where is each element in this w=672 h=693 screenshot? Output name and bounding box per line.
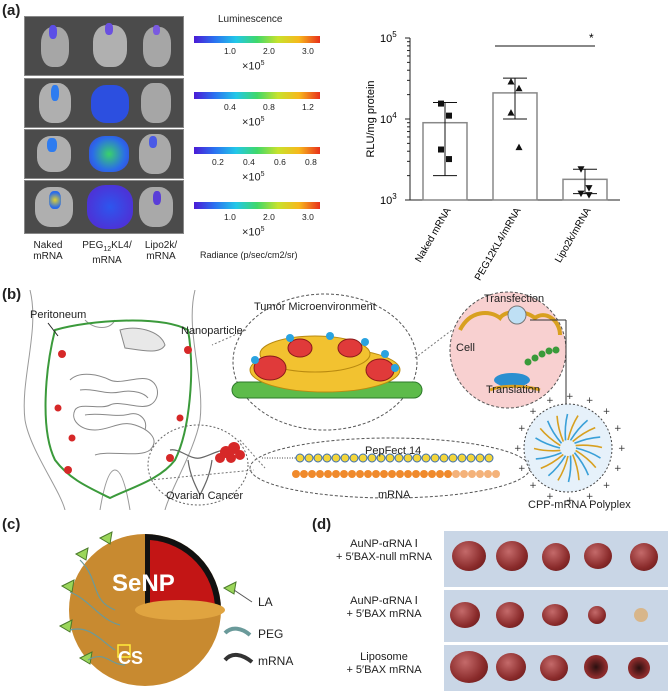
label-transfection: Transfection [484, 293, 545, 305]
svg-text:+: + [586, 492, 594, 502]
y-axis-label: RLU/mg protein [365, 80, 377, 157]
imaging-row-1 [24, 16, 184, 76]
label-ovarian: Ovarian Cancer [166, 490, 244, 502]
body-outline [23, 290, 202, 510]
svg-text:+: + [518, 464, 526, 474]
radiance-label: Radiance (p/sec/cm2/sr) [200, 250, 298, 260]
data-point [507, 78, 515, 85]
data-point [577, 166, 585, 173]
mrna-chain-icon [292, 470, 500, 478]
senp-label: SeNP [112, 570, 175, 597]
y-tick-label: 105 [380, 30, 397, 45]
svg-text:+: + [529, 481, 537, 491]
svg-text:+: + [603, 407, 611, 417]
peritoneum-outline [44, 319, 193, 500]
svg-text:+: + [586, 396, 594, 406]
tumor-photo-row-1 [444, 531, 668, 587]
row-label-3: Liposome+ 5′BAX mRNA [346, 651, 422, 676]
label-nanoparticle: Nanoparticle [181, 325, 243, 337]
x-tick-label: Lipo2k/mRNA [553, 206, 594, 265]
label-peritoneum: Peritoneum [30, 309, 87, 321]
svg-text:+: + [566, 496, 574, 506]
polyplex-small-icon [507, 305, 527, 325]
panel-label-a: (a) [2, 2, 21, 19]
panel-label-d: (d) [312, 516, 332, 533]
intestines-icon [69, 373, 158, 456]
svg-text:+: + [618, 444, 626, 454]
data-point [515, 84, 523, 92]
row-label-2: AuNP-αRNA Ⅰ+ 5′BAX mRNA [346, 595, 422, 620]
y-tick-label: 103 [380, 192, 397, 207]
imaging-row-4 [24, 180, 184, 234]
svg-text:+: + [546, 492, 554, 502]
panel-label-b: (b) [2, 286, 22, 303]
label-pepfect: PepFect 14 [365, 445, 422, 457]
x-tick-label: PEG12KL4/mRNA [473, 206, 524, 283]
svg-text:+: + [614, 424, 622, 434]
x-tick-label: Naked mRNA [414, 206, 454, 265]
tumor-cluster-icon [231, 332, 423, 399]
row-label-1: AuNP-αRNA Ⅰ+ 5′BAX-null mRNA [336, 538, 432, 563]
label-translation: Translation [486, 384, 541, 396]
legend-mrna-icon [223, 653, 254, 664]
pepfect-chain-icon [295, 453, 494, 463]
polyplex-icon [523, 403, 613, 493]
panel-label-c: (c) [2, 516, 21, 533]
senp-core [150, 540, 216, 610]
data-point [438, 100, 444, 107]
svg-text:+: + [566, 392, 574, 402]
ribosome-icon [489, 373, 541, 392]
data-point [446, 112, 452, 119]
svg-text:+: + [603, 481, 611, 491]
label-tumor-micro: Tumor Microenvironment [254, 301, 376, 313]
legend-peg-icon [223, 626, 252, 637]
data-point [438, 146, 444, 153]
legend-mrna: mRNA [258, 654, 294, 668]
label-mrna: mRNA [378, 489, 411, 501]
legend-la: LA [258, 595, 273, 609]
svg-text:+: + [518, 424, 526, 434]
data-point [515, 143, 523, 151]
stomach-icon [119, 327, 166, 352]
svg-text:+: + [546, 396, 554, 406]
data-point [585, 192, 593, 199]
cs-label: CS [118, 648, 144, 668]
data-point [585, 185, 593, 192]
pathway-diagram: ++++++++++++++++ [23, 290, 626, 510]
svg-text:+: + [514, 444, 522, 454]
imaging-row-2 [24, 78, 184, 128]
protein-chain-icon [524, 346, 560, 366]
imaging-row-3 [24, 129, 184, 179]
data-point [446, 156, 452, 163]
senp-diagram [58, 531, 254, 686]
tumor-nodules [54, 346, 192, 474]
legend-la-icon [222, 581, 253, 603]
col-label-peg: PEG12KL4/ mRNA [82, 240, 132, 266]
ovarian-tumor-icon [215, 442, 245, 463]
label-cell: Cell [456, 342, 475, 354]
svg-text:+: + [614, 464, 622, 474]
col-label-lipo: Lipo2k/mRNA [144, 240, 178, 262]
la-ligand-icons [58, 531, 113, 665]
label-polyplex: CPP-mRNA Polyplex [528, 499, 631, 511]
data-point [507, 109, 515, 116]
y-tick-label: 104 [380, 111, 397, 126]
legend-peg: PEG [258, 627, 284, 641]
svg-text:+: + [529, 407, 537, 417]
significance-star: * [589, 31, 594, 45]
data-point [577, 190, 585, 198]
tumor-photo-row-2 [444, 590, 668, 642]
tumor-photo-row-3 [444, 645, 668, 691]
luminescence-title: Luminescence [218, 14, 283, 25]
